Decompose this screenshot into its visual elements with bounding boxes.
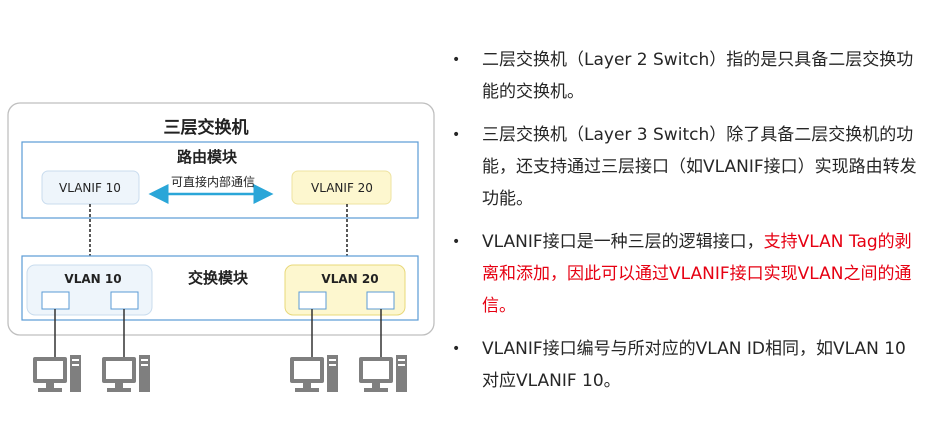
switch-title: 三层交换机 xyxy=(164,117,249,138)
bullet-item: • VLANIF接口编号与所对应的VLAN ID相同，如VLAN 10对应VLA… xyxy=(452,333,922,397)
bullet-item: • VLANIF接口是一种三层的逻辑接口，支持VLAN Tag的剥离和添加，因此… xyxy=(452,226,922,322)
bullet-text: VLANIF接口编号与所对应的VLAN ID相同，如VLAN 10对应VLANI… xyxy=(482,339,906,391)
bullet-highlight-text: 支持VLAN Tag的剥离和添加，因此可以通过VLANIF接口实现VLAN之间的… xyxy=(482,232,912,316)
routing-module-title: 路由模块 xyxy=(177,148,238,166)
pc-icon xyxy=(359,355,407,392)
bullet-dot-icon: • xyxy=(452,127,461,143)
vlan10-port-1 xyxy=(41,291,70,310)
bullet-text: 二层交换机（Layer 2 Switch）指的是只具备二层交换功能的交换机。 xyxy=(482,50,914,102)
vlan10-port-2 xyxy=(110,291,139,310)
bullet-text: 三层交换机（Layer 3 Switch）除了具备二层交换机的功能，还支持通过三… xyxy=(482,125,917,209)
vlan-10-label: VLAN 10 xyxy=(64,272,121,286)
pc-icon xyxy=(290,355,338,392)
vlanif-20-label: VLANIF 20 xyxy=(311,181,373,195)
pc-icon xyxy=(102,355,150,392)
bullet-list: • 二层交换机（Layer 2 Switch）指的是只具备二层交换功能的交换机。… xyxy=(452,44,922,408)
l3-switch-diagram: 三层交换机 路由模块 VLANIF 10 VLANIF 20 可直接内部通信 交… xyxy=(7,102,435,392)
vlan-20-label: VLAN 20 xyxy=(321,272,378,286)
bullet-text: VLANIF接口是一种三层的逻辑接口， xyxy=(482,232,764,252)
switching-module-title: 交换模块 xyxy=(188,269,249,287)
vlan20-port-2 xyxy=(366,291,395,310)
bullet-item: • 二层交换机（Layer 2 Switch）指的是只具备二层交换功能的交换机。 xyxy=(452,44,922,108)
bullet-dot-icon: • xyxy=(452,341,461,357)
pc-icon xyxy=(33,355,81,392)
arrow-label: 可直接内部通信 xyxy=(171,174,255,189)
bullet-dot-icon: • xyxy=(452,52,461,68)
bullet-item: • 三层交换机（Layer 3 Switch）除了具备二层交换机的功能，还支持通… xyxy=(452,119,922,215)
vlan20-port-1 xyxy=(298,291,327,310)
vlanif-20-box xyxy=(291,170,392,205)
vlanif-10-label: VLANIF 10 xyxy=(59,181,121,195)
bullet-dot-icon: • xyxy=(452,234,461,250)
